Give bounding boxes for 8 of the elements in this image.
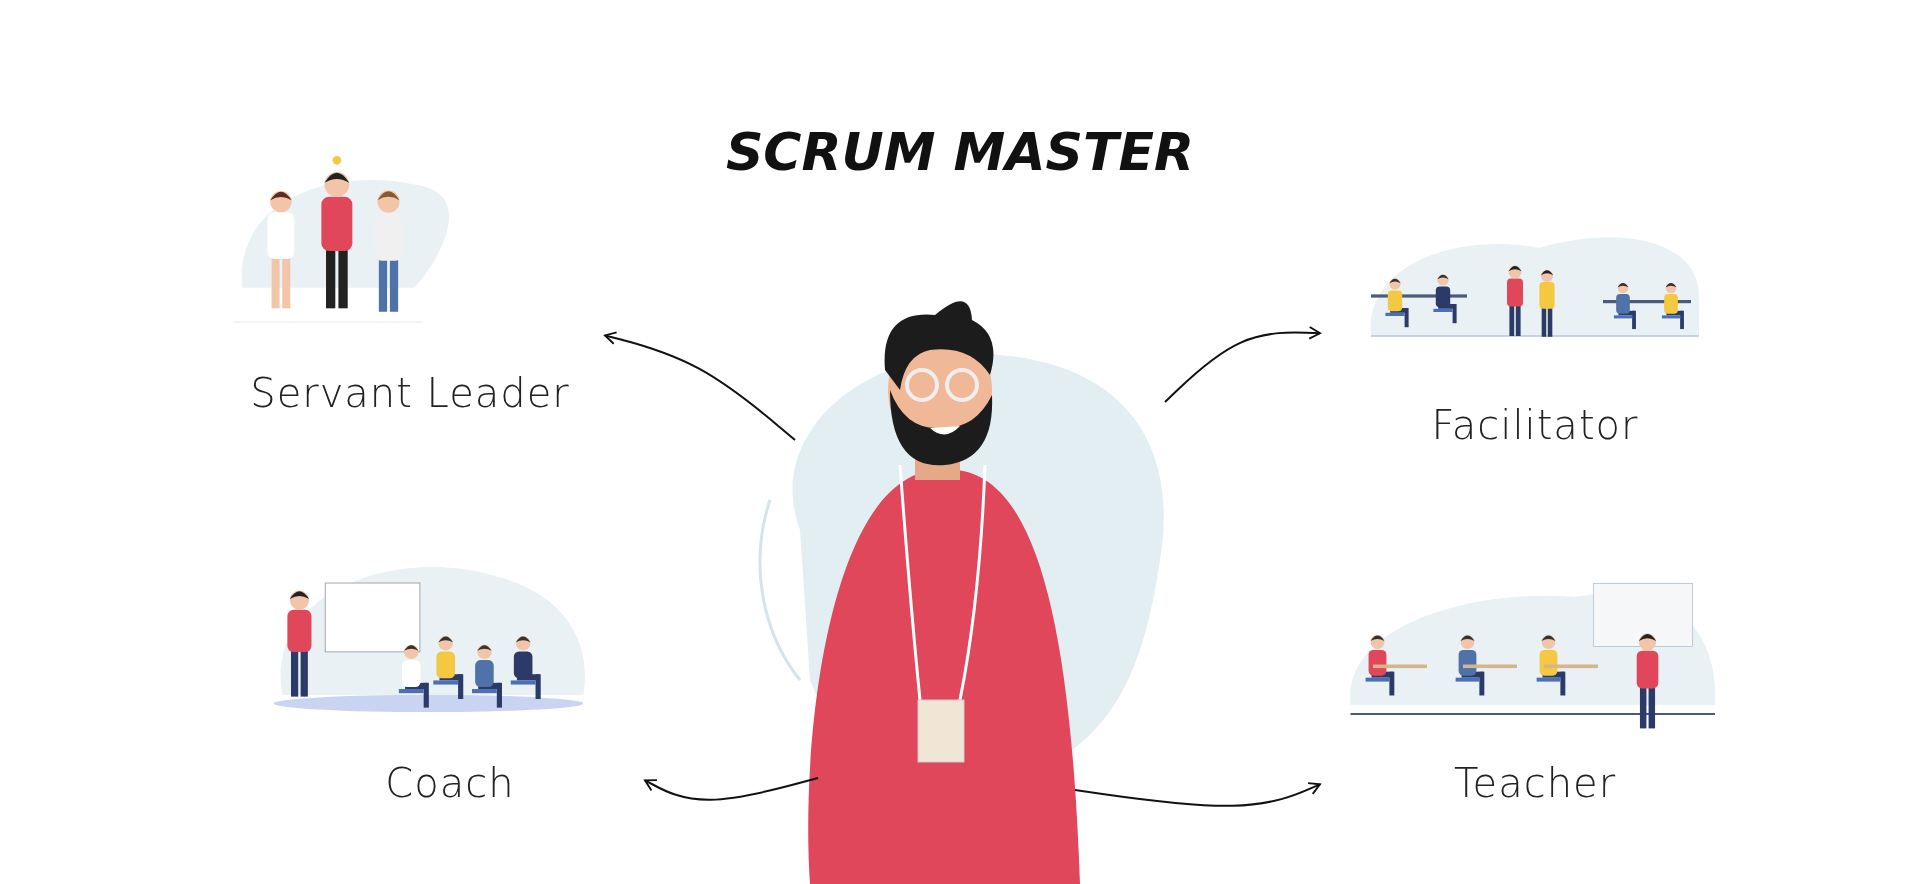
curved-arrow: [604, 331, 796, 441]
role-label: Teacher: [1452, 760, 1618, 806]
role-label: Servant Leader: [249, 370, 571, 416]
role-label: Coach: [384, 760, 516, 806]
title: SCRUM MASTER: [725, 122, 1195, 182]
role-label: Facilitator: [1430, 402, 1640, 448]
curved-arrow: [1074, 782, 1321, 807]
curved-arrow: [1164, 326, 1321, 403]
